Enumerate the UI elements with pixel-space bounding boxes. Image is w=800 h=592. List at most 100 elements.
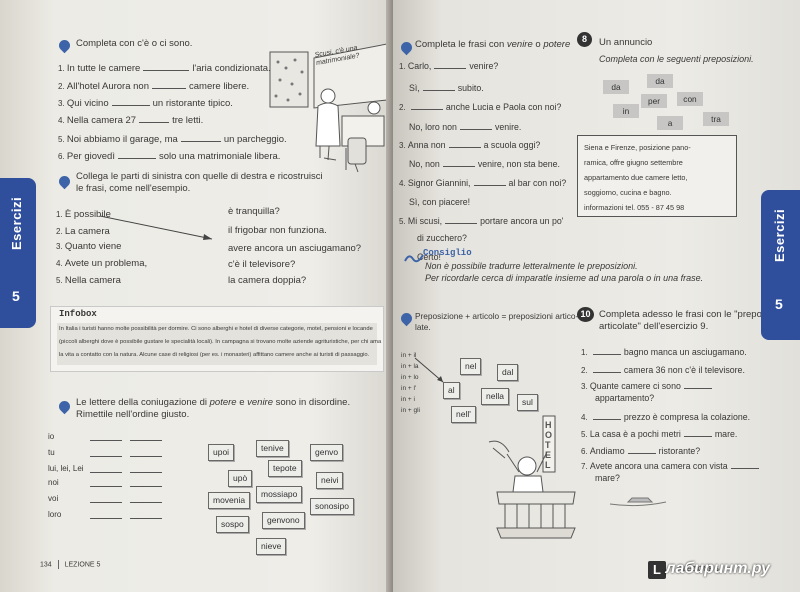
item-number: 6.	[58, 152, 67, 161]
ex9-box[interactable]: dal	[497, 364, 519, 381]
answer-blank[interactable]	[730, 460, 759, 469]
ex6-blank-1[interactable]	[90, 448, 122, 457]
ex6-word-box[interactable]: neivi	[316, 472, 344, 489]
item-number: 7.	[581, 462, 590, 471]
item-text-a: Andiamo	[589, 446, 625, 456]
left-tab-number: 5	[12, 288, 20, 304]
left-esercizi-tab[interactable]: Esercizi 5	[0, 178, 36, 328]
answer-blank[interactable]	[592, 364, 621, 373]
ex9-box[interactable]: nel	[460, 358, 482, 375]
item-text-a: Per giovedì	[66, 151, 115, 162]
exercise-7-icon	[398, 39, 415, 56]
ex9-box[interactable]: nell'	[451, 406, 476, 423]
right-esercizi-tab[interactable]: Esercizi 5	[761, 190, 800, 340]
answer-blank[interactable]	[592, 346, 621, 355]
ex8-prep-box[interactable]: in	[613, 104, 639, 118]
ex7-line: Sì,subito.	[399, 82, 484, 93]
ex9-row: in + gli	[401, 407, 420, 414]
answer-blank[interactable]	[473, 177, 506, 186]
ex6-word-box[interactable]: genvono	[262, 512, 305, 529]
answer-blank[interactable]	[152, 80, 186, 89]
line-pre: Certo!	[417, 252, 441, 262]
line-post: venire.	[494, 122, 522, 132]
answer-blank[interactable]	[627, 445, 656, 454]
item-text: La camera	[64, 226, 110, 237]
answer-blank[interactable]	[410, 101, 443, 110]
ex8-prep-box[interactable]: da	[603, 80, 629, 94]
item-number: 6.	[581, 447, 590, 456]
ex8-prep-box[interactable]: tra	[703, 112, 729, 126]
ex6-blank-1[interactable]	[90, 478, 122, 487]
ex5-right-item: è tranquilla?	[228, 206, 280, 217]
answer-blank[interactable]	[459, 121, 492, 130]
ex7-line: 2. anche Lucia e Paola con noi?	[399, 101, 561, 112]
answer-blank[interactable]	[445, 215, 478, 224]
answer-blank[interactable]	[683, 428, 712, 437]
answer-blank[interactable]	[434, 60, 467, 69]
item-number: 1.	[399, 62, 408, 71]
line-post: subito.	[457, 83, 484, 93]
item-text-b: l'aria condizionata.	[192, 63, 271, 74]
item-number: 1.	[56, 210, 65, 219]
ex4-title: Completa con c'è o ci sono.	[76, 38, 193, 49]
answer-blank[interactable]	[592, 411, 621, 420]
item-text-a: Avete ancora una camera con vista	[589, 461, 728, 471]
answer-blank[interactable]	[180, 133, 221, 142]
ex8-ad-line: Siena e Firenze, posizione pano-	[584, 143, 691, 152]
ex6-blank-2[interactable]	[130, 510, 162, 519]
answer-blank[interactable]	[117, 150, 156, 159]
right-tab-word: Esercizi	[772, 208, 787, 262]
item-number: 3.	[399, 141, 408, 150]
ex6-blank-2[interactable]	[130, 478, 162, 487]
ex6-word-box[interactable]: sospo	[216, 516, 249, 533]
ex9-box[interactable]: al	[443, 382, 460, 399]
consiglio-label: Consiglio	[423, 248, 472, 258]
line-pre: No, non	[409, 159, 440, 169]
infobox-title: Infobox	[59, 309, 97, 319]
ex9-box[interactable]: nella	[481, 388, 509, 405]
answer-blank[interactable]	[448, 139, 481, 148]
ex6-blank-1[interactable]	[90, 432, 122, 441]
answer-blank[interactable]	[111, 97, 150, 106]
ex10-item: 7. Avete ancora una camera con vista	[581, 460, 762, 471]
line-post: anche Lucia e Paola con noi?	[445, 102, 562, 112]
ex6-blank-1[interactable]	[90, 494, 122, 503]
ex6-blank-2[interactable]	[130, 494, 162, 503]
answer-blank[interactable]	[683, 380, 712, 389]
ex6-word-box[interactable]: upò	[228, 470, 253, 487]
ex6-word-box[interactable]: movenia	[208, 492, 251, 509]
infobox-line-2: (piccoli alberghi dove è possibile gusta…	[59, 339, 382, 345]
ex6-blank-1[interactable]	[90, 510, 122, 519]
ex6-blank-1[interactable]	[90, 464, 122, 473]
ex5-left-item: 5. Nella camera	[56, 275, 121, 287]
line-pre: Anna non	[407, 140, 446, 150]
item-text-b: camera 36 non c'è il televisore.	[623, 365, 745, 375]
item-text: Quanto viene	[64, 241, 122, 252]
ex6-pronoun: noi	[48, 478, 59, 487]
ex6-word-box[interactable]: mossiapo	[256, 486, 303, 503]
ex6-word-box[interactable]: tepote	[268, 460, 302, 477]
ship-sketch	[609, 497, 667, 507]
ex8-prep-box[interactable]: da	[647, 74, 673, 88]
ex8-prep-box[interactable]: per	[641, 94, 667, 108]
ex6-pronoun: voi	[48, 494, 59, 503]
ex6-word-box[interactable]: upoi	[208, 444, 235, 461]
ex8-prep-box[interactable]: con	[677, 92, 703, 106]
ex8-prep-box[interactable]: a	[657, 116, 683, 130]
answer-blank[interactable]	[143, 62, 190, 71]
ex6-pronoun: loro	[48, 510, 62, 519]
ex6-blank-2[interactable]	[130, 464, 162, 473]
ex6-word-box[interactable]: genvo	[310, 444, 344, 461]
ex6-word-box[interactable]: sonosipo	[310, 498, 355, 515]
answer-blank[interactable]	[442, 158, 475, 167]
right-tab-number: 5	[775, 296, 783, 312]
answer-blank[interactable]	[422, 82, 455, 91]
ex9-box[interactable]: sul	[517, 394, 538, 411]
ex6-blank-2[interactable]	[130, 432, 162, 441]
ex6-word-box[interactable]: nieve	[256, 538, 287, 555]
ex6-word-box[interactable]: tenive	[256, 440, 289, 457]
answer-blank[interactable]	[139, 114, 170, 123]
ex6-blank-2[interactable]	[130, 448, 162, 457]
